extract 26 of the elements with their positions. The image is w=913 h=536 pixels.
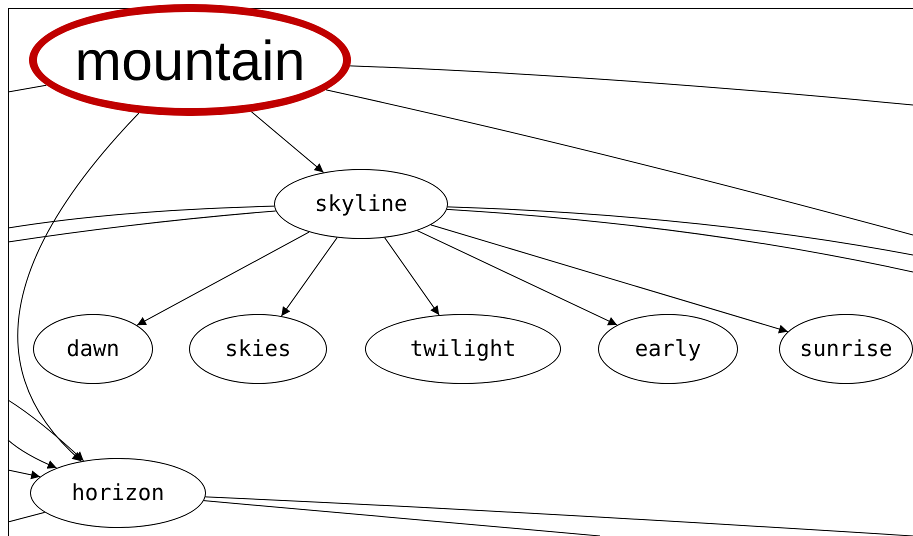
connector-line — [8, 206, 275, 228]
arrow — [384, 237, 440, 316]
connector-line — [203, 500, 600, 536]
arrow — [280, 237, 338, 317]
arrow — [8, 470, 41, 480]
connector-line — [326, 89, 913, 236]
arrow — [8, 400, 84, 462]
connector-line — [8, 512, 46, 522]
node-label: twilight — [410, 336, 516, 362]
connector-line — [204, 496, 913, 536]
connector-line — [446, 208, 913, 272]
arrow — [8, 440, 58, 469]
arrow — [416, 230, 618, 326]
node-label: mountain — [74, 28, 306, 92]
connector-line — [350, 65, 913, 106]
arrow — [430, 224, 788, 334]
node-label: dawn — [66, 336, 120, 362]
connector-line — [8, 210, 276, 242]
arrow — [136, 232, 310, 326]
connector-line — [447, 206, 913, 256]
node-label: skyline — [314, 192, 408, 216]
node-label: sunrise — [800, 336, 892, 362]
node-label: early — [634, 336, 702, 362]
connector-line — [8, 84, 47, 92]
node-label: skies — [224, 336, 292, 362]
node-label: horizon — [72, 480, 164, 506]
